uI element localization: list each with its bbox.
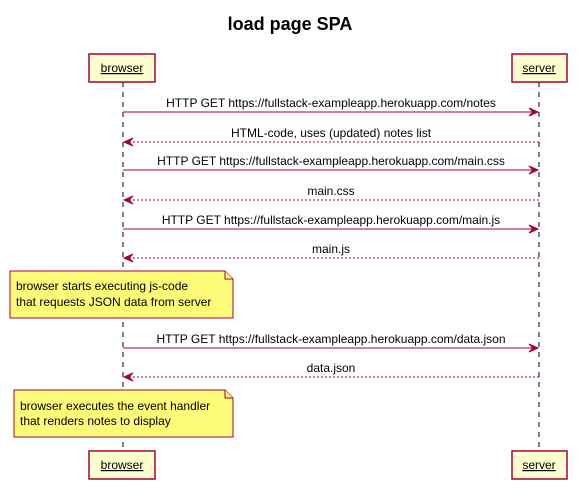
message-5: HTTP GET https://fullstack-exampleapp.he… xyxy=(123,213,540,234)
message-2: HTML-code, uses (updated) notes list xyxy=(122,126,539,147)
message-label: data.json xyxy=(307,361,356,375)
note-line: that requests JSON data from server xyxy=(16,295,211,309)
message-label: main.css xyxy=(307,184,354,198)
arrowhead-icon xyxy=(528,224,540,234)
diagram-title: load page SPA xyxy=(228,14,353,34)
arrowhead-icon xyxy=(528,165,540,175)
note-line: browser executes the event handler xyxy=(20,399,210,413)
note-1: browser starts executing js-code that re… xyxy=(9,270,234,319)
arrowhead-icon xyxy=(122,195,134,205)
participant-browser-label: browser xyxy=(101,61,144,75)
participant-server-bottom: server xyxy=(511,450,568,480)
arrowhead-icon xyxy=(122,372,134,382)
note-line: browser starts executing js-code xyxy=(16,279,188,293)
arrowhead-icon xyxy=(122,253,134,263)
message-7: HTTP GET https://fullstack-exampleapp.he… xyxy=(123,332,540,353)
participant-server-label: server xyxy=(522,61,555,75)
message-label: HTTP GET https://fullstack-exampleapp.he… xyxy=(156,332,505,346)
message-label: HTML-code, uses (updated) notes list xyxy=(231,126,432,140)
participant-browser-top: browser xyxy=(88,53,156,83)
participant-browser-label: browser xyxy=(101,458,144,472)
message-label: HTTP GET https://fullstack-exampleapp.he… xyxy=(157,154,505,168)
note-line: that renders notes to display xyxy=(20,414,171,428)
message-8: data.json xyxy=(122,361,539,382)
arrowhead-icon xyxy=(528,343,540,353)
message-4: main.css xyxy=(122,184,539,205)
message-label: HTTP GET https://fullstack-exampleapp.he… xyxy=(166,96,496,110)
note-2: browser executes the event handler that … xyxy=(13,389,234,438)
message-label: main.js xyxy=(312,242,350,256)
message-1: HTTP GET https://fullstack-exampleapp.he… xyxy=(123,96,540,117)
participant-server-label: server xyxy=(522,458,555,472)
participant-server-top: server xyxy=(511,53,568,83)
message-label: HTTP GET https://fullstack-exampleapp.he… xyxy=(162,213,500,227)
participant-browser-bottom: browser xyxy=(88,450,156,480)
arrowhead-icon xyxy=(528,107,540,117)
message-3: HTTP GET https://fullstack-exampleapp.he… xyxy=(123,154,540,175)
arrowhead-icon xyxy=(122,137,134,147)
message-6: main.js xyxy=(122,242,539,263)
